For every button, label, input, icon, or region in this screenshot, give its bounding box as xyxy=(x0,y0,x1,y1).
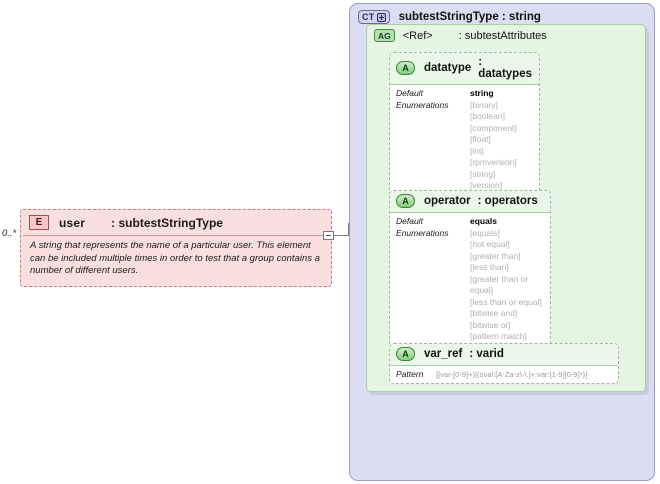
enumeration-item: [boolean] xyxy=(470,111,505,121)
attribute-box-varref[interactable]: A var_ref : varid Pattern [[var-[0-9]+)|… xyxy=(389,343,619,384)
element-type: : subtestStringType xyxy=(111,215,223,230)
facet-value-list: equals [equals] [not equal] [greater tha… xyxy=(470,216,544,343)
facet-label-default: Default xyxy=(396,88,423,98)
element-documentation: A string that represents the name of a p… xyxy=(30,240,320,276)
attribute-header-datatype: A datatype : datatypes xyxy=(390,53,539,85)
enumeration-item: [less than or equal] xyxy=(470,296,542,307)
attribute-name: operator xyxy=(424,195,471,207)
attribute-group-badge: AG xyxy=(374,29,395,42)
connector-collapse-toggle[interactable] xyxy=(323,231,334,240)
attribute-group-badge-label: AG xyxy=(378,30,391,41)
facet-label-list: Default Enumerations xyxy=(396,88,470,192)
attribute-box-operator[interactable]: A operator : operators Default Enumerati… xyxy=(389,190,551,349)
enumeration-item: [binary] xyxy=(470,99,498,110)
complextype-header: CT subtestStringType : string xyxy=(350,4,654,24)
attribute-group-ref: <Ref> xyxy=(402,29,433,42)
enumeration-item: [component] xyxy=(470,122,517,133)
enumeration-item: [less than] xyxy=(470,262,509,272)
cardinality-label: 0..* xyxy=(2,228,17,239)
attribute-badge-icon: A xyxy=(396,347,415,361)
attribute-name: datatype xyxy=(424,62,472,74)
enumeration-item: [greater than] xyxy=(470,250,521,261)
element-box-frame: E user : subtestStringType A string that… xyxy=(20,209,332,287)
attribute-type: : operators xyxy=(477,195,538,207)
attribute-group-header: AG <Ref> : subtestAttributes xyxy=(367,25,645,42)
enumeration-item: [version] xyxy=(470,180,503,190)
facet-label-default: Default xyxy=(396,216,423,226)
enumeration-item: [bitwise and] xyxy=(470,308,518,318)
complextype-title: subtestStringType : string xyxy=(398,11,541,23)
attribute-facets-datatype: Default Enumerations string [binary] [bo… xyxy=(390,85,539,197)
facet-label-pattern: Pattern xyxy=(396,369,424,379)
enumeration-item: [not equal] xyxy=(470,239,510,249)
enumeration-item: [bitwise or] xyxy=(470,319,511,330)
attribute-badge-icon: A xyxy=(396,194,415,208)
attribute-facets-varref: Pattern [[var-[0-9]+)|(oval:[A-Za-z\-\.]… xyxy=(390,366,618,383)
attribute-header-operator: A operator : operators xyxy=(390,191,550,213)
attribute-box-datatype[interactable]: A datatype : datatypes Default Enumerati… xyxy=(389,52,540,198)
element-badge-icon: E xyxy=(29,215,49,230)
enumeration-item: [int] xyxy=(470,145,484,156)
connector-vertical-branch xyxy=(348,223,349,236)
facet-default-value: equals xyxy=(470,216,497,226)
facet-value-list: string [binary] [boolean] [component] [f… xyxy=(470,88,517,192)
attribute-header-varref: A var_ref : varid xyxy=(390,344,618,366)
enumeration-item: [string] xyxy=(470,168,496,179)
enumeration-item: [float] xyxy=(470,134,491,144)
facet-pattern-value: [[var-[0-9]+)|(oval:[A-Za-z\-\.]+:var:[1… xyxy=(436,370,588,379)
complextype-badge-label: CT xyxy=(362,12,375,22)
plus-box-icon[interactable] xyxy=(376,12,386,22)
attribute-badge-icon: A xyxy=(396,61,415,75)
facet-label-enumerations: Enumerations xyxy=(396,227,449,238)
element-header: E user : subtestStringType xyxy=(23,212,329,236)
attribute-type: : datatypes xyxy=(478,56,532,80)
attribute-name: var_ref xyxy=(424,348,463,360)
element-name: user xyxy=(59,215,86,230)
attribute-type: : varid xyxy=(469,348,504,360)
element-user-box[interactable]: E user : subtestStringType A string that… xyxy=(20,209,332,287)
enumeration-item: [pattern match] xyxy=(470,331,527,341)
facet-default-value: string xyxy=(470,88,494,98)
attribute-group-type: : subtestAttributes xyxy=(458,29,547,42)
enumeration-item: [rpmversion] xyxy=(470,157,517,167)
attribute-facets-operator: Default Enumerations equals [equals] [no… xyxy=(390,213,550,348)
complextype-badge[interactable]: CT xyxy=(358,10,390,24)
facet-label-enumerations: Enumerations xyxy=(396,99,449,110)
facet-label-list: Default Enumerations xyxy=(396,216,470,343)
enumeration-item: [greater than or equal] xyxy=(470,273,529,296)
enumeration-item: [equals] xyxy=(470,227,500,238)
